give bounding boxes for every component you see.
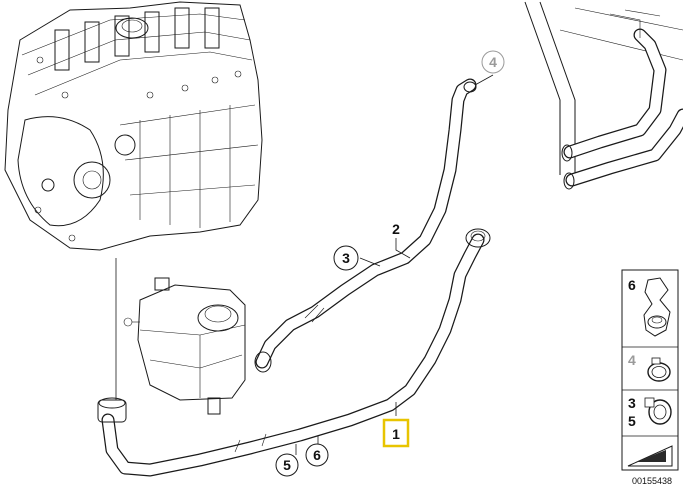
hose-2: [254, 78, 477, 373]
callout-5-label: 5: [283, 457, 291, 473]
callout-6-label: 6: [313, 447, 321, 463]
legend-item-3-label: 3: [628, 395, 636, 411]
callout-4: 4: [481, 50, 505, 74]
legend-item-6-label: 6: [628, 277, 636, 293]
callout-1-label: 1: [392, 426, 400, 442]
wedge-shim-icon: [627, 445, 673, 467]
expansion-tank-illustration: [123, 277, 246, 415]
callout-3: 3: [333, 245, 359, 271]
legend-item-3-5: 3 5: [628, 395, 672, 429]
hose-clamp-icon: [647, 357, 671, 382]
leader-lines: [115, 74, 494, 455]
callout-2-label: 2: [392, 221, 400, 237]
callout-4-label: 4: [489, 54, 497, 70]
parts-legend: 6 4 3 5: [621, 269, 679, 471]
clip-bracket-icon: [643, 277, 671, 337]
callout-5: 5: [275, 453, 299, 477]
heater-pipes-illustration: [524, 1, 683, 190]
legend-item-4-label: 4: [628, 352, 636, 368]
legend-item-5-label: 5: [628, 413, 636, 429]
drawing-code: 00155438: [632, 476, 672, 486]
callout-2: 2: [392, 221, 400, 237]
legend-item-4: 4: [628, 352, 671, 382]
callout-6: 6: [305, 443, 329, 467]
spring-clamp-icon: [644, 397, 672, 425]
callout-3-label: 3: [342, 250, 350, 266]
callout-1-highlighted: 1: [382, 418, 410, 448]
engine-block-illustration: [4, 1, 263, 251]
legend-item-6: 6: [628, 277, 671, 337]
hose-1: [97, 228, 491, 477]
